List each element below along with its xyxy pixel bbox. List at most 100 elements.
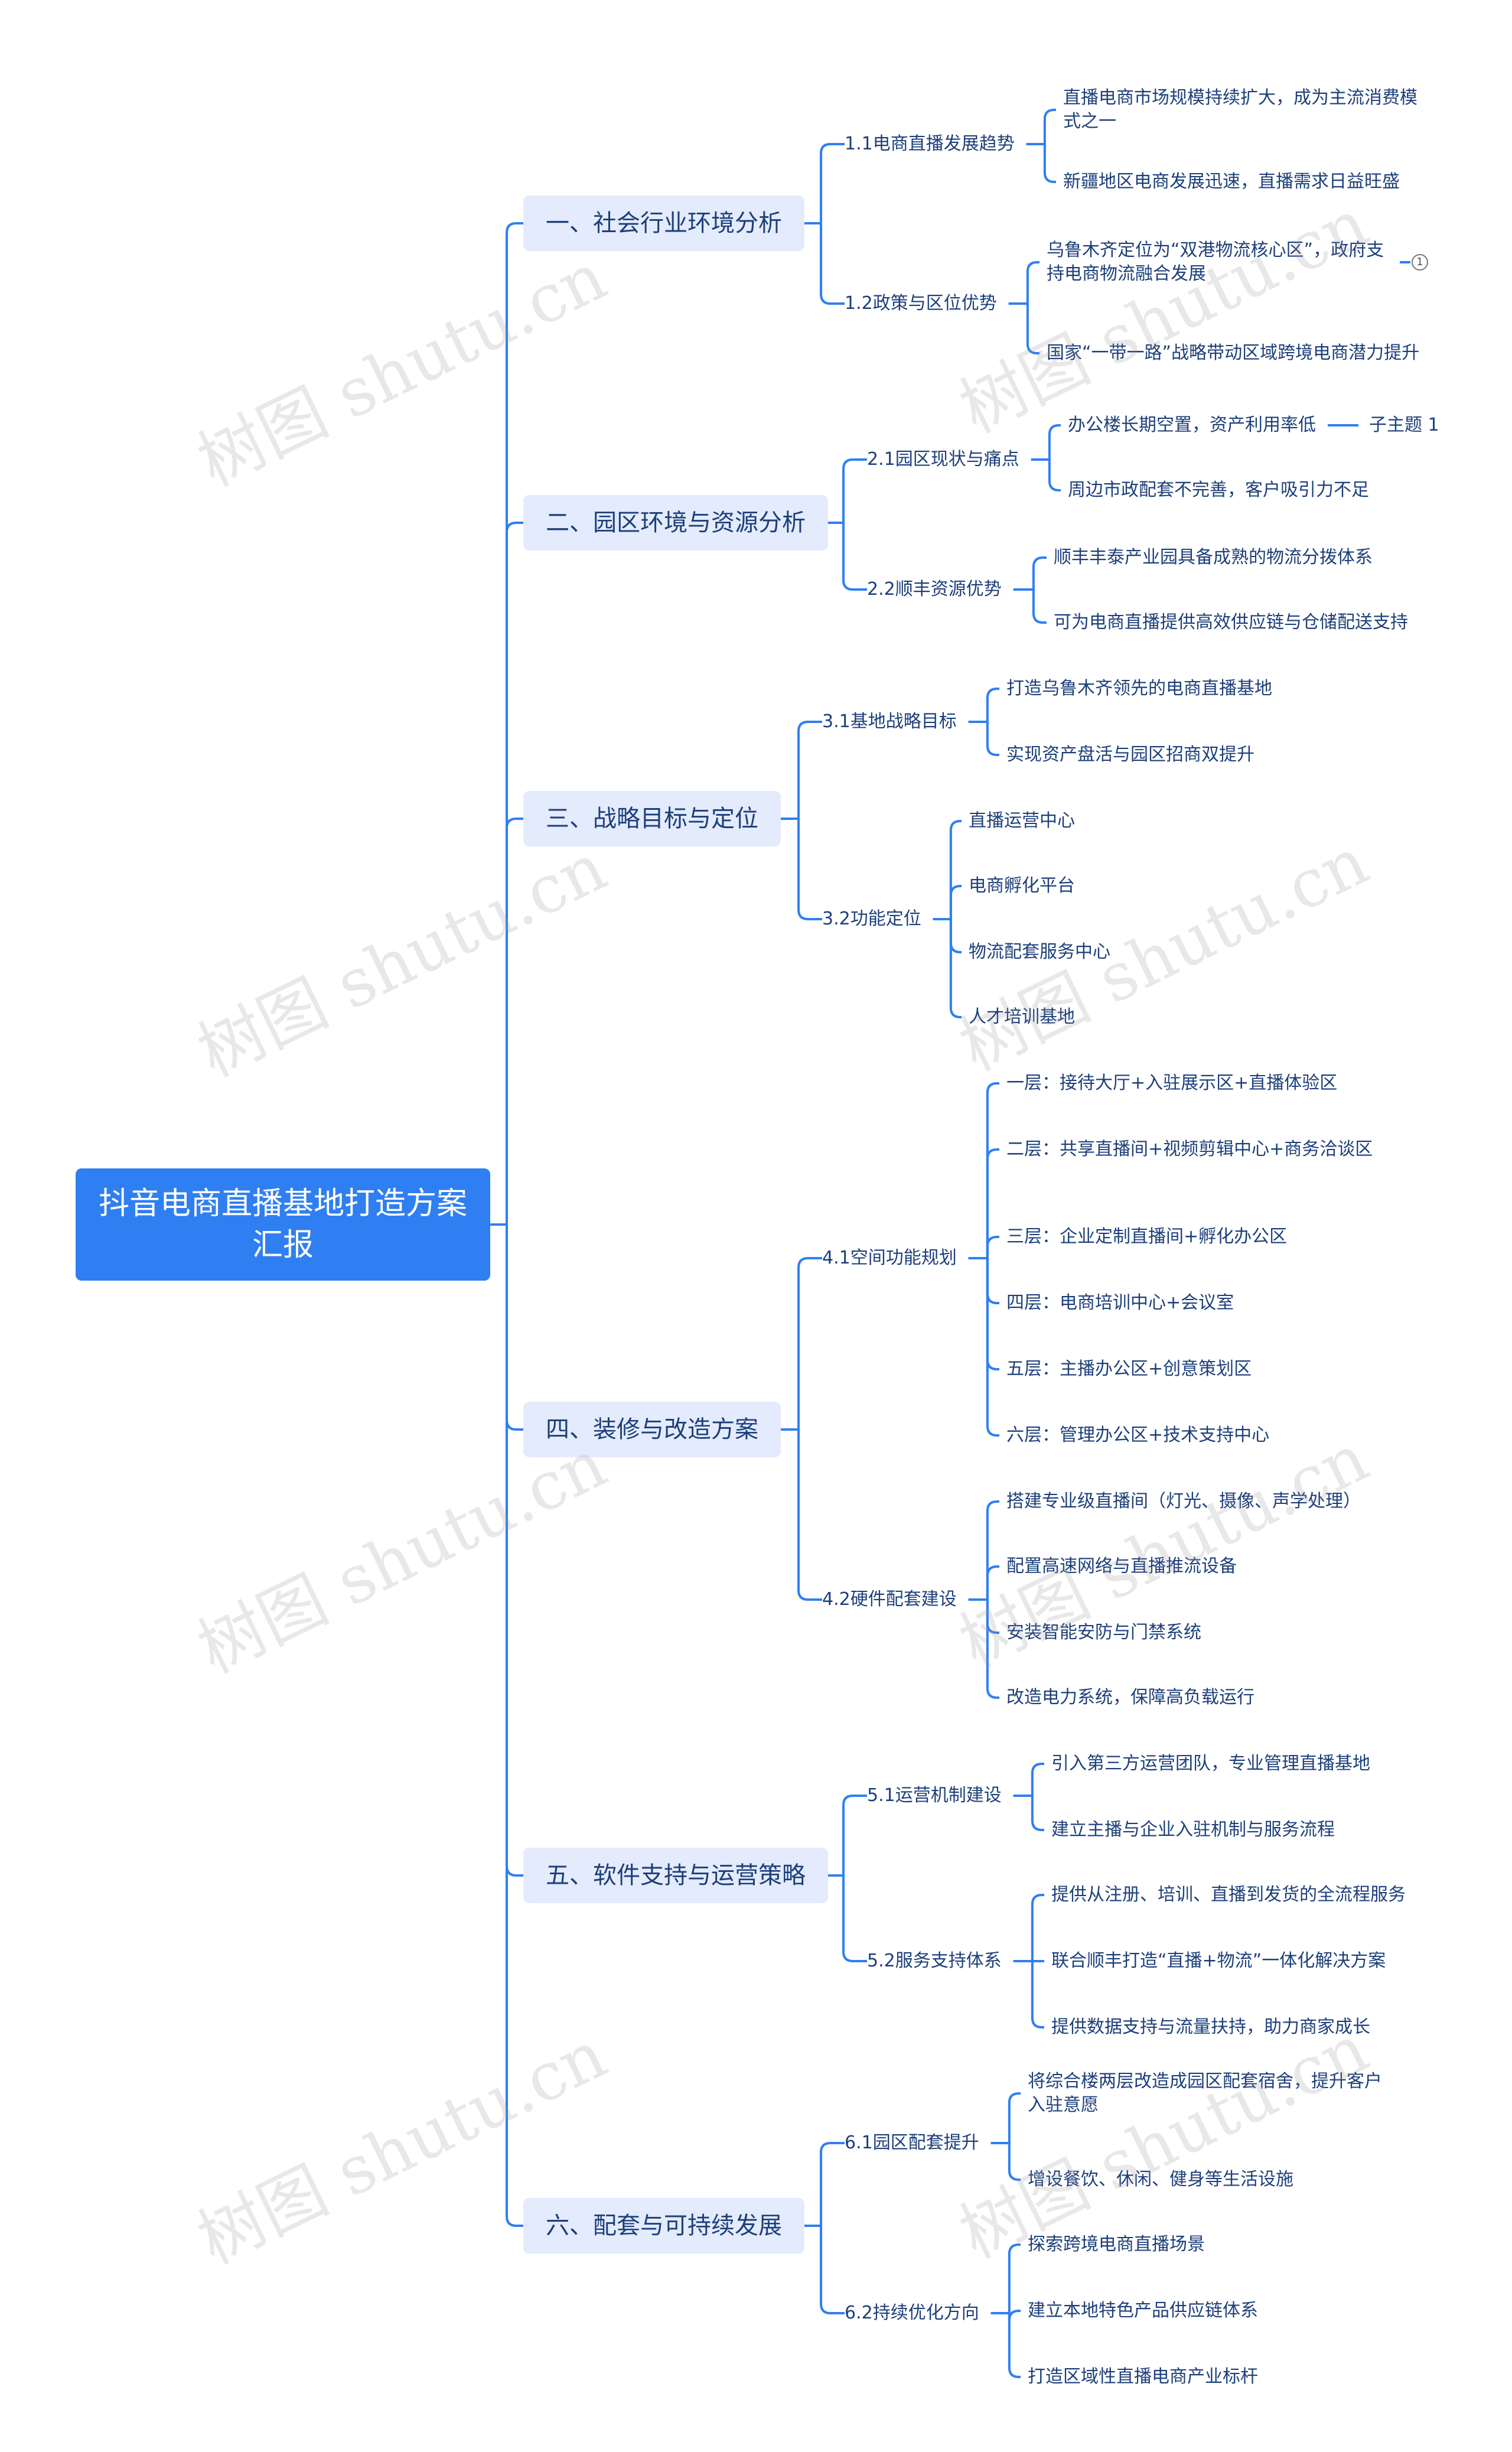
connector-line xyxy=(933,918,962,953)
branch-topic[interactable]: 一、社会行业环境分析 xyxy=(523,196,804,251)
connector-line xyxy=(1013,1763,1044,1797)
branch-topic[interactable]: 四、装修与改造方案 xyxy=(523,1402,781,1457)
connector-line xyxy=(801,2142,845,2227)
leaf-topic[interactable]: 安装智能安防与门禁系统 xyxy=(1006,1622,1201,1643)
connector-line xyxy=(990,2243,1021,2314)
leaf-topic[interactable]: 新疆地区电商发展迅速，直播需求日益旺盛 xyxy=(1063,171,1400,192)
subtopic[interactable]: 5.1运营机制建设 xyxy=(867,1785,1002,1806)
root-topic[interactable]: 抖音电商直播基地打造方案汇报 xyxy=(76,1168,490,1281)
subtopic[interactable]: 1.1电商直播发展趋势 xyxy=(845,133,1015,154)
connector-line xyxy=(1031,424,1061,461)
subtopic[interactable]: 5.2服务支持体系 xyxy=(867,1950,1002,1971)
connector-line xyxy=(1026,143,1056,183)
leaf-topic[interactable]: 人才培训基地 xyxy=(969,1007,1075,1027)
connector-line xyxy=(1013,1960,1044,2028)
connector-line xyxy=(490,522,523,1226)
leaf-topic[interactable]: 建立主播与企业入驻机制与服务流程 xyxy=(1051,1819,1335,1840)
leaf-topic[interactable]: 办公楼长期空置，资产利用率低 xyxy=(1068,415,1316,435)
connector-line xyxy=(968,688,999,723)
leaf-topic[interactable]: 四层：电商培训中心+会议室 xyxy=(1006,1292,1234,1313)
connector-line xyxy=(990,2092,1021,2144)
leaf-topic[interactable]: 打造区域性直播电商产业标杆 xyxy=(1028,2366,1258,2387)
connector-line xyxy=(490,222,523,1226)
collapse-count-badge[interactable]: 1 xyxy=(1412,254,1428,271)
leaf-topic[interactable]: 电商孵化平台 xyxy=(969,875,1075,896)
leaf-topic[interactable]: 直播运营中心 xyxy=(969,810,1075,831)
connector-line xyxy=(823,522,867,591)
connector-line xyxy=(968,1500,999,1601)
subtopic[interactable]: 4.1空间功能规划 xyxy=(822,1248,957,1268)
subtopic[interactable]: 2.2顺丰资源优势 xyxy=(867,579,1002,600)
connector-line xyxy=(801,2225,845,2314)
subtopic[interactable]: 4.2硬件配套建设 xyxy=(822,1589,957,1610)
connector-line xyxy=(823,458,867,524)
branch-topic[interactable]: 三、战略目标与定位 xyxy=(523,791,781,846)
leaf-topic[interactable]: 探索跨境电商直播场景 xyxy=(1028,2234,1205,2255)
leaf-topic[interactable]: 二层：共享直播间+视频剪辑中心+商务洽谈区 xyxy=(1006,1139,1373,1160)
connector-line xyxy=(823,1795,867,1877)
connector-line xyxy=(801,222,845,305)
subtopic[interactable]: 2.1园区现状与痛点 xyxy=(867,449,1019,470)
leaf-topic[interactable]: 建立本地特色产品供应链体系 xyxy=(1028,2300,1258,2321)
leaf-topic[interactable]: 提供从注册、培训、直播到发货的全流程服务 xyxy=(1051,1884,1406,1905)
connector-line xyxy=(968,1257,999,1304)
leaf-topic[interactable]: 改造电力系统，保障高负载运行 xyxy=(1006,1687,1254,1708)
branch-topic[interactable]: 二、园区环境与资源分析 xyxy=(523,495,828,551)
subtopic[interactable]: 1.2政策与区位优势 xyxy=(845,293,997,314)
connector-line xyxy=(778,818,822,920)
leaf-topic[interactable]: 联合顺丰打造“直播+物流”一体化解决方案 xyxy=(1051,1950,1386,1971)
connector-line xyxy=(1026,109,1056,145)
leaf-subtopic[interactable]: 子主题 1 xyxy=(1369,415,1439,435)
subtopic[interactable]: 3.1基地战略目标 xyxy=(822,711,957,732)
connector-line xyxy=(490,1223,523,2227)
connector-line xyxy=(968,1565,999,1601)
leaf-topic[interactable]: 五层：主播办公区+创意策划区 xyxy=(1006,1359,1252,1379)
connector-line xyxy=(968,1082,999,1259)
connector-line xyxy=(823,1874,867,1962)
leaf-topic[interactable]: 提供数据支持与流量扶持，助力商家成长 xyxy=(1051,2017,1370,2037)
branch-topic[interactable]: 五、软件支持与运营策略 xyxy=(523,1848,828,1903)
leaf-topic[interactable]: 一层：接待大厅+入驻展示区+直播体验区 xyxy=(1006,1073,1338,1093)
leaf-topic[interactable]: 实现资产盘活与园区招商双提升 xyxy=(1006,744,1254,765)
connector-line xyxy=(1013,1795,1044,1831)
leaf-topic[interactable]: 三层：企业定制直播间+孵化办公区 xyxy=(1006,1226,1288,1247)
leaf-topic[interactable]: 可为电商直播提供高效供应链与仓储配送支持 xyxy=(1054,612,1408,633)
leaf-topic[interactable]: 乌鲁木齐定位为“双港物流核心区”，政府支持电商物流融合发展 xyxy=(1047,240,1384,284)
connector-line xyxy=(990,2312,1021,2378)
subtopic[interactable]: 6.2持续优化方向 xyxy=(845,2303,979,2323)
connector-line xyxy=(968,1257,999,1370)
connector-line xyxy=(778,1257,822,1431)
leaf-topic[interactable]: 物流配套服务中心 xyxy=(969,942,1110,962)
connector-line xyxy=(1013,556,1047,591)
leaf-topic[interactable]: 引入第三方运营团队，专业管理直播基地 xyxy=(1051,1753,1370,1774)
leaf-topic[interactable]: 顺丰丰泰产业园具备成熟的物流分拨体系 xyxy=(1054,547,1373,568)
connector-line xyxy=(968,1598,999,1699)
subtopic[interactable]: 6.1园区配套提升 xyxy=(845,2132,979,2153)
leaf-topic[interactable]: 搭建专业级直播间（灯光、摄像、声学处理） xyxy=(1006,1491,1361,1512)
connector-line xyxy=(490,818,523,1226)
leaf-topic[interactable]: 六层：管理办公区+技术支持中心 xyxy=(1006,1425,1270,1445)
leaf-topic[interactable]: 周边市政配套不完善，客户吸引力不足 xyxy=(1068,480,1369,500)
leaf-topic[interactable]: 打造乌鲁木齐领先的电商直播基地 xyxy=(1006,678,1272,699)
connector-line xyxy=(1013,1894,1044,1962)
connector-line xyxy=(1008,302,1040,354)
connector-line xyxy=(968,1236,999,1259)
leaf-topic[interactable]: 国家“一带一路”战略带动区域跨境电商潜力提升 xyxy=(1047,343,1420,363)
subtopic[interactable]: 3.2功能定位 xyxy=(822,908,921,929)
leaf-topic[interactable]: 增设餐饮、休闲、健身等生活设施 xyxy=(1028,2169,1293,2190)
branch-topic[interactable]: 六、配套与可持续发展 xyxy=(523,2198,804,2254)
leaf-topic[interactable]: 将综合楼两层改造成园区配套宿舍，提升客户入驻意愿 xyxy=(1028,2071,1382,2115)
connector-line xyxy=(778,1428,822,1601)
connector-line xyxy=(968,1148,999,1259)
connector-line xyxy=(1013,588,1047,624)
connector-line xyxy=(933,918,962,1018)
connector-line xyxy=(1008,261,1040,305)
leaf-topic[interactable]: 配置高速网络与直播推流设备 xyxy=(1006,1556,1237,1577)
connector-line xyxy=(1031,458,1061,491)
connector-line xyxy=(968,1257,999,1437)
connector-line xyxy=(990,2142,1021,2181)
leaf-topic[interactable]: 直播电商市场规模持续扩大，成为主流消费模式之一 xyxy=(1063,87,1418,132)
connector-line xyxy=(778,721,822,820)
